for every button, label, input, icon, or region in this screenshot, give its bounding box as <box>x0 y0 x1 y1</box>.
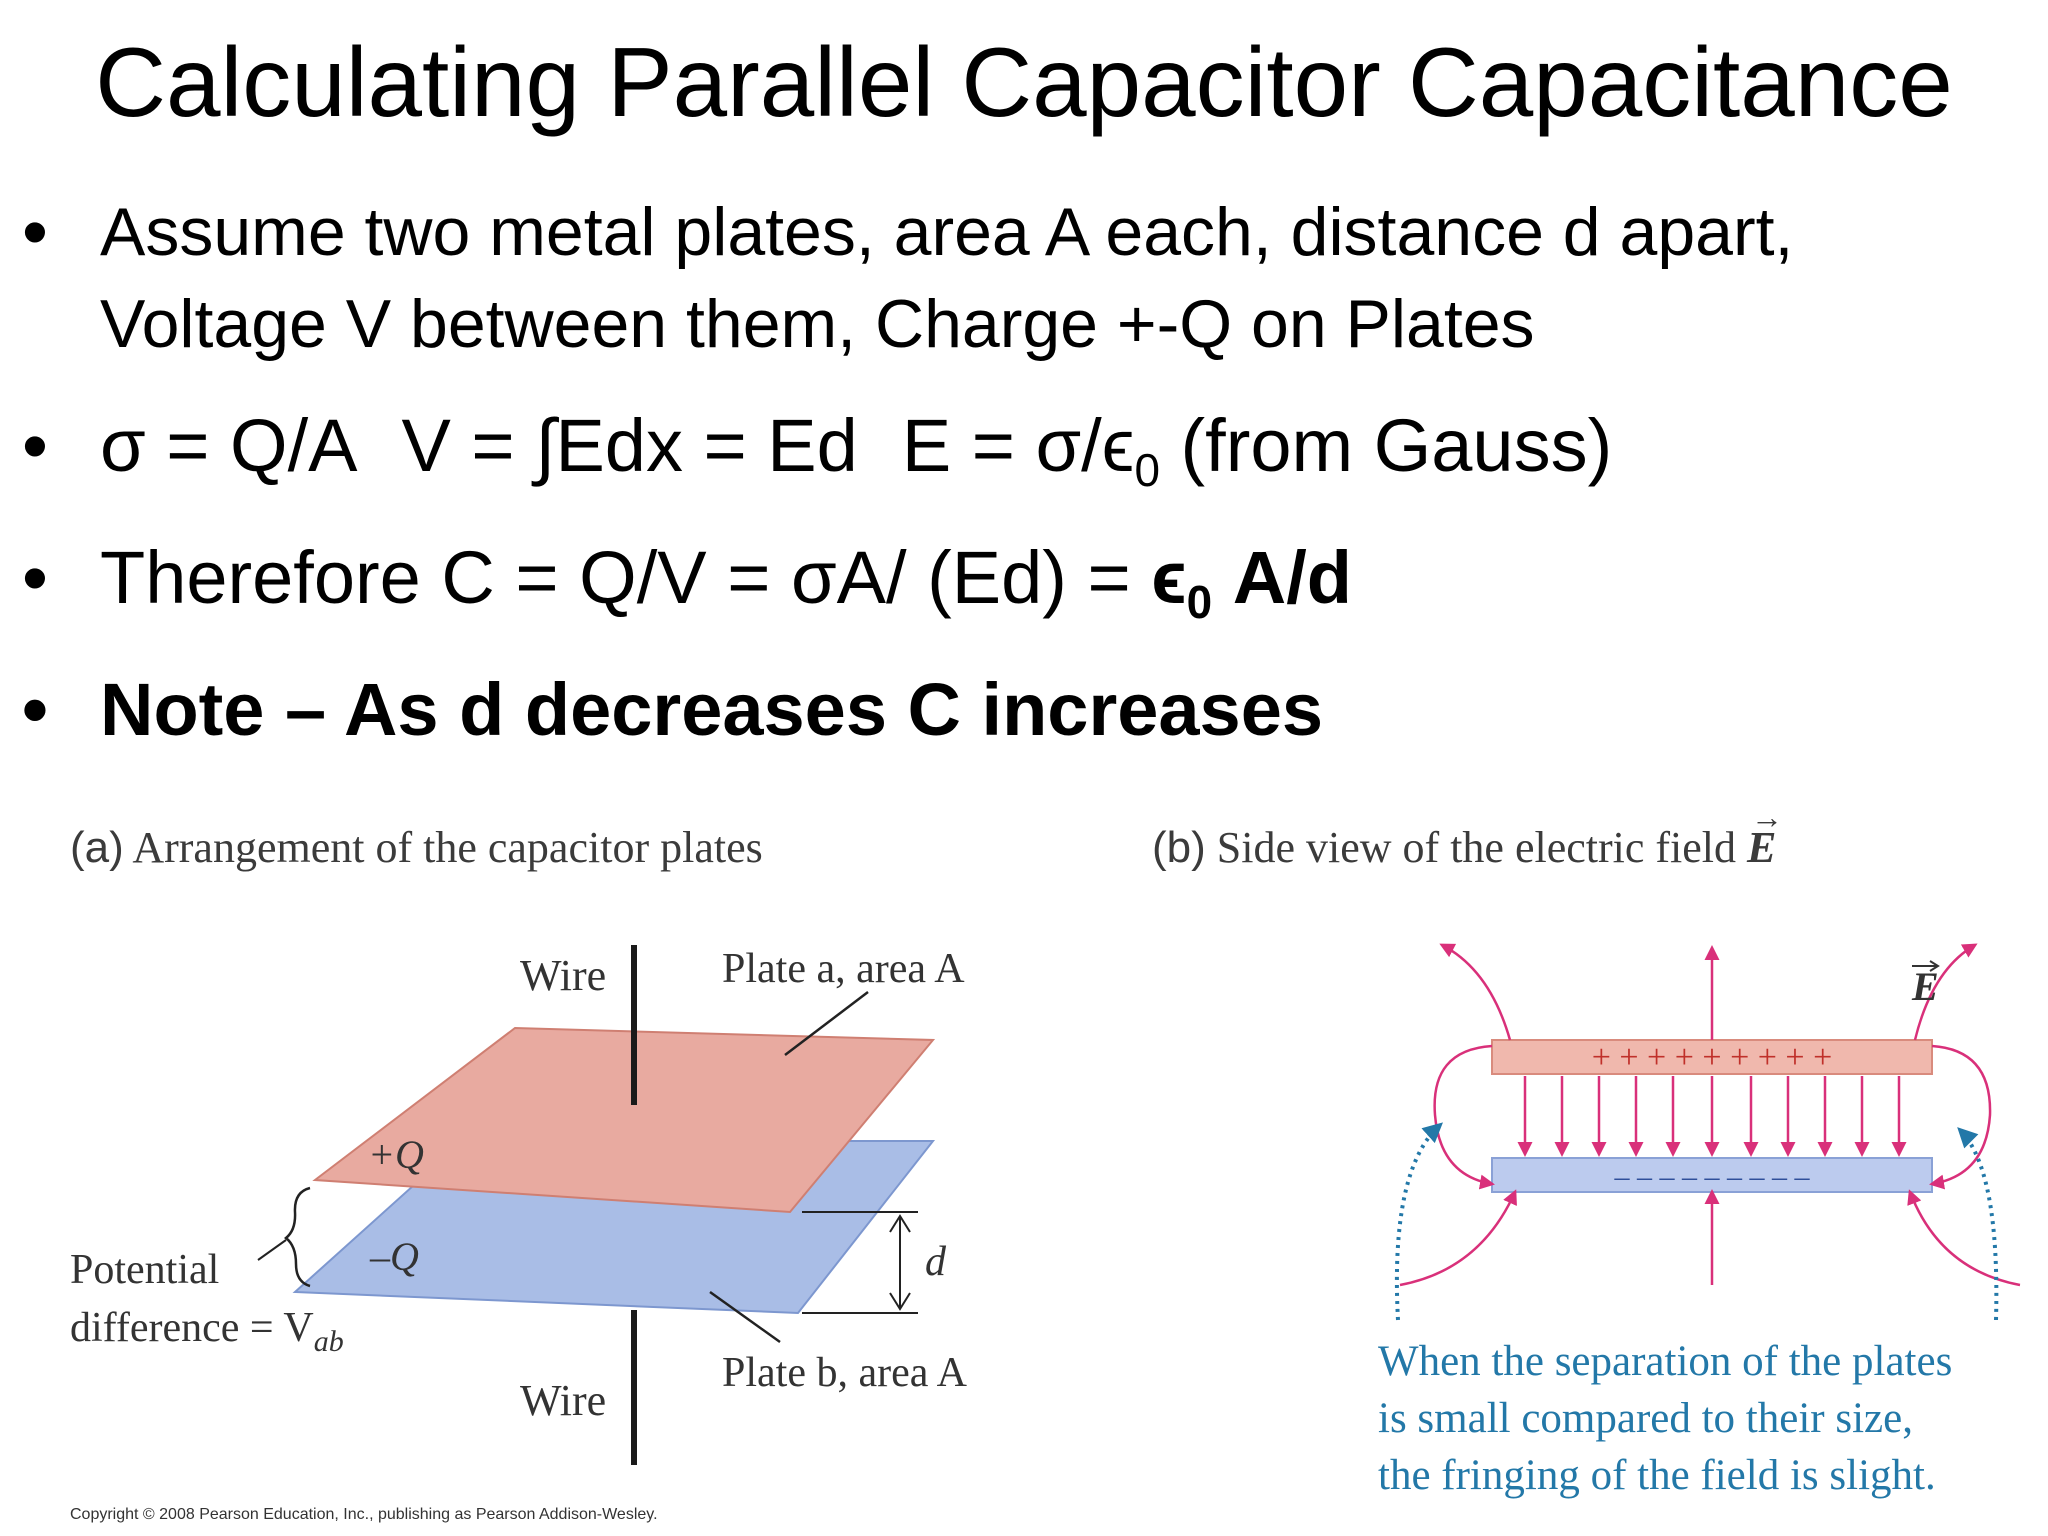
wire-top-label: Wire <box>520 951 606 1000</box>
fringing-note-line: is small compared to their size, <box>1378 1395 1913 1442</box>
d-label: d <box>925 1239 947 1285</box>
bullet-item-note: • Note – As d decreases C increases <box>22 664 2012 764</box>
figure-b-diagram: + + + + + + + + + – – – – – – – – – E <box>1394 943 2021 1321</box>
minus-q-label: –Q <box>369 1234 419 1279</box>
potential-label-text: difference = V <box>70 1305 314 1351</box>
inner-field-lines <box>1517 1076 1907 1157</box>
potential-label-line1: Potential <box>70 1247 219 1293</box>
fringing-note-line: the fringing of the field is slight. <box>1378 1452 1936 1499</box>
figure-b-caption-text: Side view of the electric field <box>1205 823 1748 872</box>
positive-plate <box>1491 1039 1933 1075</box>
bullet-item-equations: • σ = Q/A V = ∫Edx = Ed E = σ/ϵ0 (from Gau… <box>22 400 2012 500</box>
figure-b-caption: (b) Side view of the electric field E→ <box>1152 799 1783 873</box>
capacitance-result: A/d <box>1212 536 1352 619</box>
epsilon-symbol: ϵ <box>1151 536 1187 619</box>
copyright-notice: Copyright © 2008 Pearson Education, Inc.… <box>70 1506 658 1523</box>
field-vector-symbol: E→ <box>1747 799 1783 872</box>
equation-sigma: σ = Q/A <box>100 404 358 487</box>
plus-q-label: +Q <box>368 1132 424 1177</box>
field-vector-letter: E <box>1747 823 1777 872</box>
vector-arrow-icon: → <box>1751 799 1784 835</box>
e-vector-label: E <box>1911 964 1939 1009</box>
bullet-dot: • <box>22 190 48 273</box>
pointer-right-icon <box>1957 1127 1999 1321</box>
bullet-item-assumptions: • Assume two metal plates, area A each, … <box>22 186 2012 370</box>
plate-b-leader <box>709 1290 781 1344</box>
figure-a-tag: (a) <box>70 823 124 872</box>
figure-a-caption: (a) Arrangement of the capacitor plates <box>70 822 763 873</box>
field-line-fringe-top-right <box>1913 943 1978 1041</box>
bullet-list: • Assume two metal plates, area A each, … <box>22 186 2012 764</box>
pointer-left-icon <box>1394 1122 1443 1321</box>
bullet-line: Voltage V between them, Charge +-Q on Pl… <box>100 286 1535 362</box>
fringing-note-line: When the separation of the plates <box>1378 1338 1953 1385</box>
plate-a-label: Plate a, area A <box>722 946 965 992</box>
e-vector-arrowhead-icon <box>1929 960 1940 972</box>
field-line-fringe-bottom-right <box>1907 1189 2021 1287</box>
potential-subscript: ab <box>314 1325 344 1358</box>
plate-a <box>312 1026 936 1214</box>
minus-signs: – – – – – – – – – <box>1614 1160 1811 1193</box>
note-text: Note – As d decreases C increases <box>100 668 1324 751</box>
slide-title: Calculating Parallel Capacitor Capacitan… <box>95 27 1953 137</box>
plate-b-label: Plate b, area A <box>722 1350 968 1396</box>
plate-b-label-text: Plate b, area A <box>722 1350 968 1396</box>
field-line-fringe-right <box>1929 1044 1992 1190</box>
potential-label-line2: difference = Vab <box>70 1305 344 1358</box>
wire-bottom-label: Wire <box>520 1376 606 1425</box>
bullet-dot: • <box>22 536 48 619</box>
equation-voltage: V = ∫Edx = Ed <box>401 404 858 487</box>
equation-field: E = σ/ϵ <box>901 404 1135 487</box>
figure-a-caption-text: Arrangement of the capacitor plates <box>123 823 763 872</box>
fringing-note: When the separation of the plates is sma… <box>1378 1333 2038 1504</box>
bullet-dot: • <box>22 668 48 751</box>
field-line-fringe-top-left <box>1439 943 1512 1041</box>
plus-signs: + + + + + + + + + <box>1592 1039 1833 1076</box>
subscript: 0 <box>1186 575 1213 628</box>
plate-a-leader <box>784 991 869 1056</box>
bullet-item-capacitance: • Therefore C = Q/V = σA/ (Ed) = ϵ0 A/d <box>22 532 2012 632</box>
capacitance-derivation: Therefore C = Q/V = σA/ (Ed) = <box>100 536 1152 619</box>
bullet-line: Assume two metal plates, area A each, di… <box>100 194 1794 270</box>
equation-source: (from Gauss) <box>1159 404 1613 487</box>
arrowhead-down-icon <box>889 1292 911 1311</box>
figure-a-diagram: Wire Wire Plate a, area A Plate b, area … <box>70 945 968 1465</box>
field-line-fringe-left <box>1433 1044 1495 1190</box>
arrowhead-up-icon <box>889 1214 911 1233</box>
figure-b-tag: (b) <box>1152 823 1206 872</box>
field-line-fringe-bottom-left <box>1399 1189 1517 1287</box>
plate-a-label-text: Plate a, area A <box>722 946 965 992</box>
potential-brace-icon <box>284 1186 311 1288</box>
bullet-dot: • <box>22 404 48 487</box>
subscript: 0 <box>1134 443 1160 496</box>
potential-leader <box>257 1239 287 1261</box>
